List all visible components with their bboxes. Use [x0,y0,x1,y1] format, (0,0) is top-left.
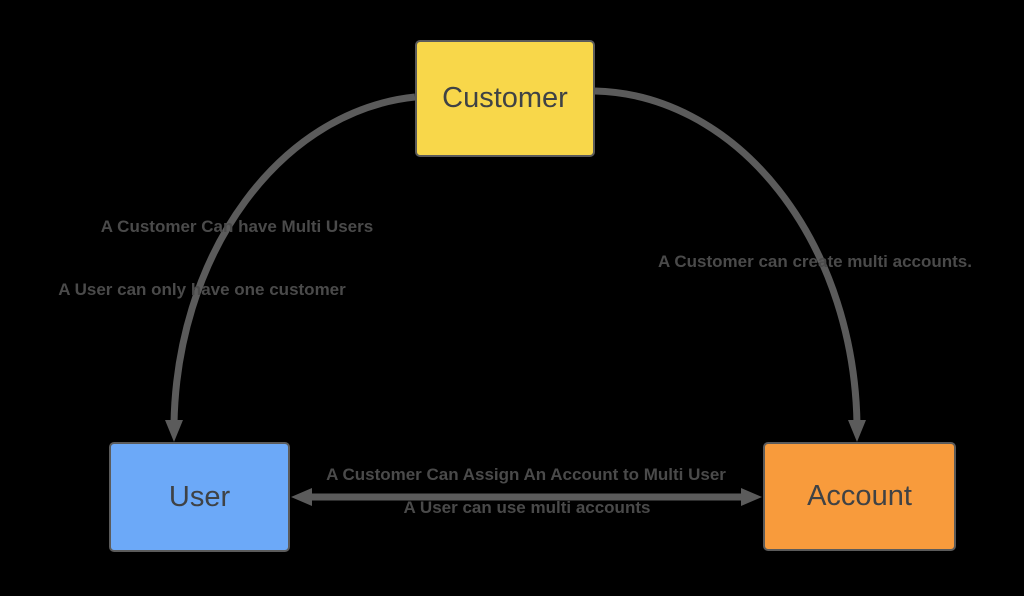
user-node: User [109,442,290,552]
user-account-right-arrowhead-icon [741,488,762,506]
customer-user-edge-label-1: A Customer Can have Multi Users [100,217,374,236]
customer-user-arrowhead-icon [165,420,183,442]
customer-user-edge-label-2: A User can only have one customer [58,280,346,299]
user-account-edge-label-1: A Customer Can Assign An Account to Mult… [326,465,726,484]
customer-account-connector [594,87,861,425]
user-node-label: User [168,480,231,513]
customer-node: Customer [415,40,595,157]
customer-account-arrowhead-icon [848,420,866,442]
user-account-edge-label-2: A User can use multi accounts [403,498,651,517]
customer-node-label: Customer [442,82,568,114]
account-node: Account [763,442,956,551]
customer-account-edge-label: A Customer can create multi accounts. [658,252,972,271]
user-account-left-arrowhead-icon [291,488,312,506]
customer-user-connector [170,93,416,425]
account-node-label: Account [807,480,912,512]
